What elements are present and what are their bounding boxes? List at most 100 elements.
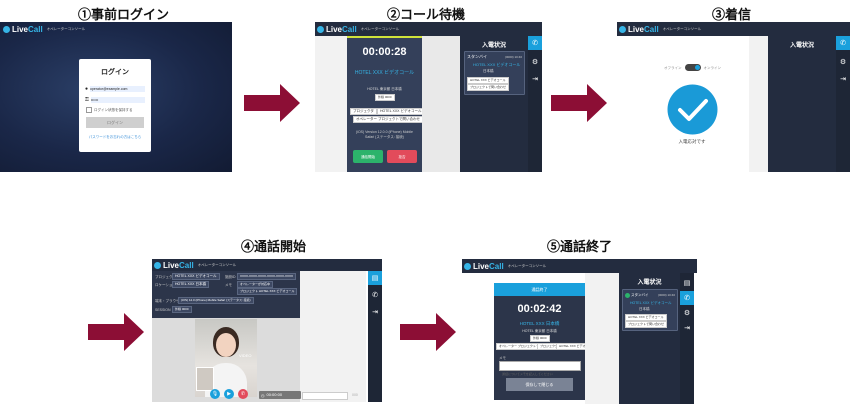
incoming-card[interactable]: スタンバイ (0000) 10:40 HOTEL XXX ビデオコール 日本橋 … (622, 289, 678, 331)
status-toggle[interactable]: オフライン オンライン (664, 64, 721, 71)
call-screenshot: LiveCall オペレーターコンソール プロジェクタ HOTEL XXX ビデ… (152, 259, 382, 402)
project-tag: プロジェクタ (350, 108, 377, 115)
hangup-button[interactable]: ✆ (238, 389, 248, 399)
call-timer: 00:00:28 (362, 46, 407, 58)
brand-logo: LiveCall オペレーターコンソール (464, 262, 546, 271)
left-gray-area (315, 36, 347, 172)
memo-field[interactable]: 通話についてメモを記入してください (499, 361, 581, 376)
clock-icon: ◷ (261, 392, 265, 398)
key-icon: ⚿ (85, 96, 89, 103)
logo-icon (317, 26, 324, 33)
facility-name: HOTEL XXX ビデオコール (354, 70, 415, 76)
arrow-right-icon (88, 313, 144, 351)
arrow-right-icon (244, 84, 300, 122)
line-badge: 外線 0000 (530, 335, 550, 342)
facility-name: HOTEL XXX 日本橋 (519, 321, 560, 326)
top-bar (315, 22, 542, 36)
logo-icon (464, 263, 471, 270)
panel-title: 入電状況 (637, 280, 662, 286)
gear-icon[interactable]: ⚙ (839, 59, 847, 66)
password-field[interactable]: ⚿ •••••• (85, 96, 145, 103)
top-bar (152, 259, 382, 271)
step-5-title: ⑤通話終了 (547, 239, 613, 254)
video-area: VIDEO 🎙︎ ▶ ✆ ◷ 00:00:00 (152, 318, 301, 402)
logout-icon[interactable]: ⇥ (840, 76, 846, 83)
side-rail: ▤ ✆ ⇥ (368, 271, 382, 402)
brand-logo: LiveCall オペレーターコンソール (3, 25, 85, 34)
logout-icon[interactable]: ⇥ (532, 76, 538, 83)
step-1-title: ①事前ログイン (78, 7, 170, 22)
mic-button[interactable]: 🎙︎ (210, 389, 220, 399)
login-button[interactable]: ログイン (86, 117, 144, 128)
memo-label: メモ (499, 356, 506, 360)
status-text: 入電応対です (678, 139, 706, 144)
remember-checkbox[interactable]: ログイン状態を保持する (86, 107, 133, 113)
check-icon (667, 84, 718, 135)
inquiry-tag: オペレーター プロジェクトで問い合わせ (353, 116, 423, 123)
phone-icon[interactable]: ✆ (372, 292, 378, 299)
side-rail: ▤ ✆ ⚙ ⇥ (680, 273, 694, 404)
gap-gray (585, 273, 619, 404)
gap-gray (422, 36, 460, 172)
call-time-bar: ◷ 00:00:00 (259, 391, 301, 399)
gap-gray (749, 36, 768, 172)
chat-icon[interactable]: ▤ (368, 271, 382, 285)
incoming-panel: 入電状況 スタンバイ (0000) 10:40 HOTEL XXX ビデオコール… (460, 36, 528, 172)
logo-icon (619, 26, 626, 33)
line-badge: 外線 0000 (375, 94, 395, 101)
brand-logo: LiveCall オペレーターコンソール (619, 25, 701, 34)
video-button[interactable]: ▶ (224, 389, 234, 399)
login-heading: ログイン (101, 69, 129, 76)
incoming-card[interactable]: スタンバイ (0000) 10:40 HOTEL XXX ビデオコール 日本橋 … (464, 51, 525, 95)
panel-title: 入電状況 (789, 43, 814, 49)
email-field[interactable]: ● operator@example.com (85, 85, 145, 92)
brand-logo: LiveCall オペレーターコンソール (317, 25, 399, 34)
info-panel: プロジェクタ HOTEL XXX ビデオコール 施設ID XXXX-XXXX-X… (152, 271, 300, 318)
top-bar (462, 259, 697, 273)
step-2-title: ②コール待機 (387, 7, 466, 22)
self-video (196, 367, 214, 391)
step-4-title: ④通話開始 (241, 239, 307, 254)
save-close-button[interactable]: 保存して閉じる (506, 378, 573, 391)
ended-card: 通話終了 00:02:42 HOTEL XXX 日本橋 HOTEL 東京都 日本… (494, 283, 598, 400)
forgot-password-link[interactable]: パスワードをお忘れの方はこちら (88, 135, 142, 139)
incoming-screenshot: LiveCall オペレーターコンソール オフライン オンライン 入電応対です … (617, 22, 850, 172)
standby-screenshot: LiveCall オペレーターコンソール 00:00:28 HOTEL XXX … (315, 22, 542, 172)
login-card: ログイン ● operator@example.com ⚿ •••••• ログイ… (79, 59, 151, 152)
gear-icon[interactable]: ⚙ (683, 310, 691, 317)
right-gray-area (300, 271, 366, 402)
brand-logo: LiveCall オペレーターコンソール (154, 261, 236, 270)
facility-location: HOTEL 東京都 日本橋 (367, 87, 402, 91)
ended-timer: 00:02:42 (517, 303, 562, 315)
logout-icon[interactable]: ⇥ (684, 325, 690, 332)
phone-icon[interactable]: ✆ (680, 291, 694, 305)
side-rail: ✆ ⚙ ⇥ (836, 36, 850, 172)
chat-icon[interactable]: ▤ (683, 280, 691, 287)
logo-icon (3, 26, 10, 33)
facility-tag: HOTEL XXX ビデオコール (377, 108, 425, 115)
logo-icon (154, 262, 161, 269)
arrow-right-icon (551, 84, 607, 122)
login-screenshot: LiveCall オペレーターコンソール ログイン ● operator@exa… (0, 22, 232, 172)
incoming-panel: 入電状況 (768, 36, 836, 172)
facility-location: HOTEL 東京都 日本橋 (522, 329, 557, 333)
reject-call-button[interactable]: 拒否 (387, 150, 417, 163)
ended-screenshot: LiveCall オペレーターコンソール 通話終了 00:02:42 HOTEL… (462, 259, 697, 404)
phone-icon[interactable]: ✆ (528, 36, 542, 50)
incoming-panel: 入電状況 スタンバイ (0000) 10:40 HOTEL XXX ビデオコール… (619, 273, 680, 404)
call-card: 00:00:28 HOTEL XXX ビデオコール HOTEL 東京都 日本橋 … (347, 36, 425, 172)
step-3-title: ③着信 (712, 7, 752, 22)
side-rail: ✆ ⚙ ⇥ (528, 36, 542, 172)
device-note: (iOS) Version 12.0.0 (iPhone) Mobile Saf… (356, 130, 413, 139)
accept-call-button[interactable]: 通話開始 (353, 150, 383, 163)
arrow-right-icon (400, 313, 456, 351)
panel-title: 入電状況 (481, 43, 506, 49)
ended-header: 通話終了 (494, 283, 585, 296)
gear-icon[interactable]: ⚙ (531, 59, 539, 66)
check-icon (625, 292, 630, 298)
text-input-bar[interactable] (302, 392, 348, 400)
user-icon: ● (85, 85, 89, 92)
phone-icon[interactable]: ✆ (836, 36, 850, 50)
logout-icon[interactable]: ⇥ (372, 309, 378, 316)
top-bar (617, 22, 850, 36)
